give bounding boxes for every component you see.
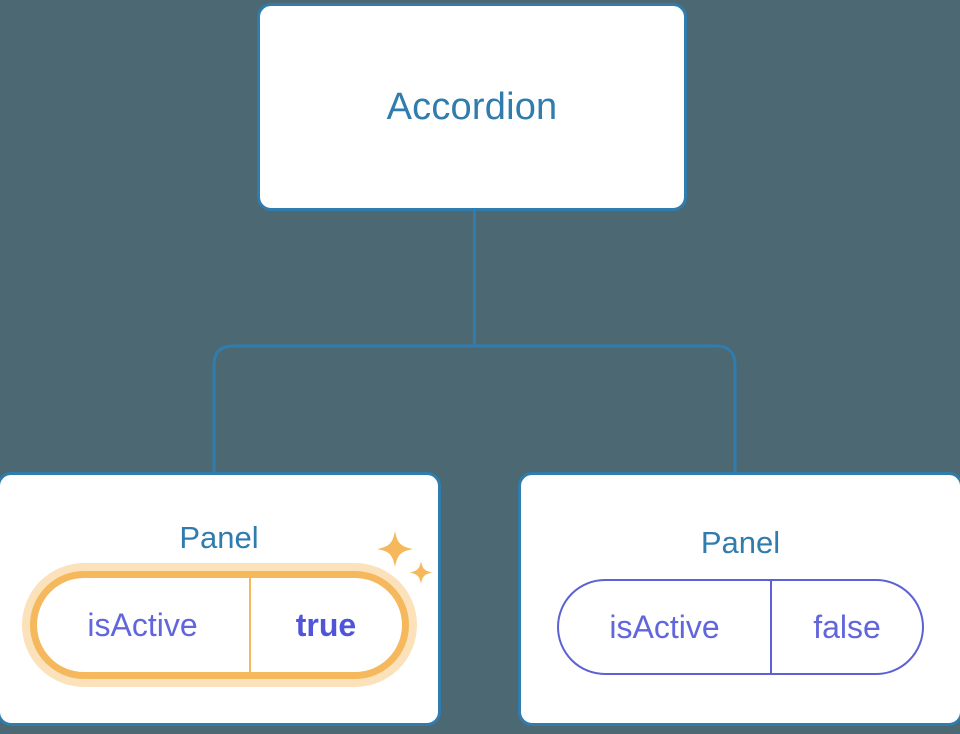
node-panel-inactive[interactable]: Panel isActive false (518, 472, 960, 726)
node-accordion-title: Accordion (386, 86, 558, 128)
prop-key: isActive (559, 581, 772, 673)
prop-pill-wrap: isActive false (557, 579, 924, 675)
node-panel-inactive-title: Panel (700, 525, 781, 560)
prop-key: isActive (37, 578, 251, 672)
node-panel-active[interactable]: Panel isActive true (0, 472, 441, 726)
prop-value: true (295, 606, 357, 643)
prop-pill-isactive-true[interactable]: isActive true (29, 571, 409, 679)
prop-pill-isactive-false[interactable]: isActive false (557, 579, 924, 675)
sparkle-small-icon (409, 561, 432, 584)
sparkle-icon (376, 531, 413, 567)
node-panel-active-title: Panel (179, 520, 259, 555)
edge-branch-bar (212, 344, 737, 472)
prop-value: false (813, 608, 881, 645)
node-accordion[interactable]: Accordion (257, 3, 687, 211)
sparkles-group (376, 531, 432, 584)
prop-pill-highlighted-wrap: isActive true (29, 531, 432, 679)
